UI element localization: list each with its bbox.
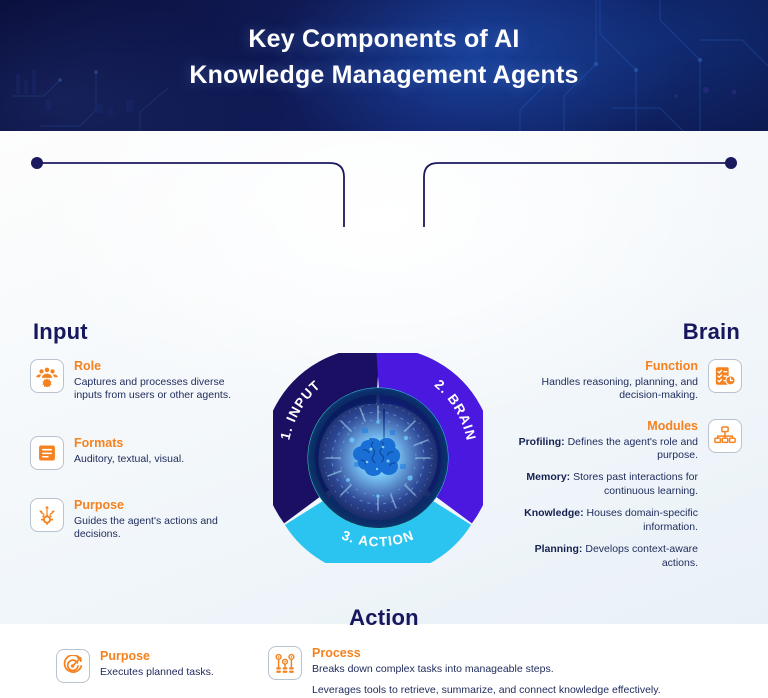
- list-item-heading: Modules: [647, 419, 698, 433]
- list-item-modules[interactable]: Modules Profiling: Defines the agent's r…: [512, 419, 742, 571]
- list-item-text: Function Handles reasoning, planning, an…: [512, 359, 698, 403]
- section-title-brain: Brain: [682, 319, 740, 344]
- circuit-background-decoration: [12, 0, 768, 131]
- wheel-core: [308, 388, 448, 528]
- wheel-segment-input[interactable]: [273, 353, 380, 524]
- list-item-body-knowledge: Knowledge: Houses domain-specific inform…: [524, 507, 698, 533]
- target-arrow-icon: [56, 649, 90, 683]
- list-item-text: Process Breaks down complex tasks into m…: [312, 646, 661, 698]
- list-item-process[interactable]: Process Breaks down complex tasks into m…: [268, 646, 708, 698]
- team-gear-icon: [30, 359, 64, 393]
- list-item-text: Purpose Executes planned tasks.: [100, 649, 214, 683]
- list-item-body-1: Breaks down complex tasks into manageabl…: [312, 662, 554, 675]
- list-item-text: Modules Profiling: Defines the agent's r…: [514, 419, 698, 571]
- content-panel: Input Brain Action Role Captures and pro…: [0, 131, 768, 696]
- list-item-role[interactable]: Role Captures and processes diverse inpu…: [30, 359, 245, 403]
- list-item-heading: Purpose: [74, 498, 125, 512]
- connector-dot-brain: [725, 157, 737, 169]
- connector-dot-input: [31, 157, 43, 169]
- connector-brain: [423, 162, 731, 227]
- list-item-body: Captures and processes diverse inputs fr…: [74, 375, 231, 402]
- list-item-text: Purpose Guides the agent's actions and d…: [74, 498, 245, 542]
- header-banner: Key Components of AI Knowledge Managemen…: [0, 0, 768, 131]
- page-title: Key Components of AI Knowledge Managemen…: [0, 22, 768, 93]
- gear-arrows-icon: [30, 498, 64, 532]
- list-item-heading: Function: [645, 359, 698, 373]
- page-title-line-1: Key Components of AI: [248, 25, 520, 53]
- list-item-purpose-action[interactable]: Purpose Executes planned tasks.: [56, 649, 256, 683]
- process-flow-icon: [268, 646, 302, 680]
- list-item-body: Executes planned tasks.: [100, 665, 214, 678]
- list-item-body-profiling: Profiling: Defines the agent's role and …: [518, 435, 698, 462]
- connector-input: [37, 162, 345, 227]
- list-item-text: Formats Auditory, textual, visual.: [74, 436, 184, 470]
- list-item-heading: Purpose: [100, 649, 151, 663]
- list-item-function[interactable]: Function Handles reasoning, planning, an…: [512, 359, 742, 403]
- brain-icon: [353, 438, 401, 476]
- network-nodes-icon: [708, 419, 742, 453]
- section-title-input: Input: [33, 319, 88, 344]
- wheel-segment-brain[interactable]: [376, 353, 483, 524]
- list-item-text: Role Captures and processes diverse inpu…: [74, 359, 245, 403]
- list-item-body-2: Leverages tools to retrieve, summarize, …: [312, 684, 661, 697]
- checklist-clock-icon: [708, 359, 742, 393]
- wheel-segment-action[interactable]: [284, 494, 472, 563]
- list-item-purpose-input[interactable]: Purpose Guides the agent's actions and d…: [30, 498, 245, 542]
- section-title-action: Action: [349, 605, 419, 630]
- wheel-label-action: 3. ACTION: [340, 527, 416, 549]
- list-item-body: Handles reasoning, planning, and decisio…: [541, 375, 698, 402]
- list-item-body-planning: Planning: Develops context-aware actions…: [534, 542, 698, 569]
- list-item-formats[interactable]: Formats Auditory, textual, visual.: [30, 436, 245, 470]
- document-lines-icon: [30, 436, 64, 470]
- list-item-body-memory: Memory: Stores past interactions for con…: [526, 471, 698, 498]
- list-item-body: Auditory, textual, visual.: [74, 452, 185, 465]
- list-item-heading: Formats: [74, 436, 124, 450]
- list-item-heading: Role: [74, 359, 102, 373]
- list-item-heading: Process: [312, 646, 361, 660]
- list-item-body: Guides the agent's actions and decisions…: [74, 514, 218, 541]
- cycle-wheel-diagram: 1. INPUT 2. BRAIN 3. ACTION: [273, 353, 483, 563]
- page-title-line-2: Knowledge Management Agents: [189, 60, 579, 89]
